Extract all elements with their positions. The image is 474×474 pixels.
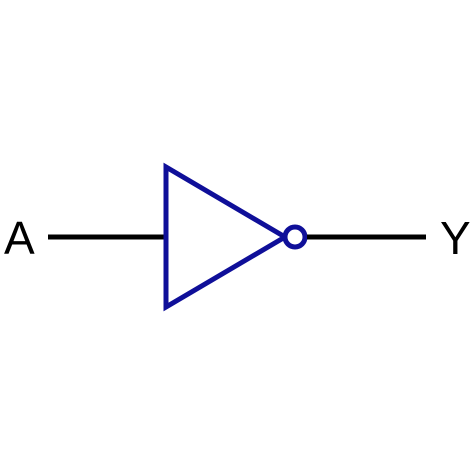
input-label-a: A: [4, 212, 35, 264]
not-gate-triangle: [163, 162, 290, 312]
output-label-y: Y: [440, 212, 471, 264]
inversion-bubble: [282, 224, 308, 250]
